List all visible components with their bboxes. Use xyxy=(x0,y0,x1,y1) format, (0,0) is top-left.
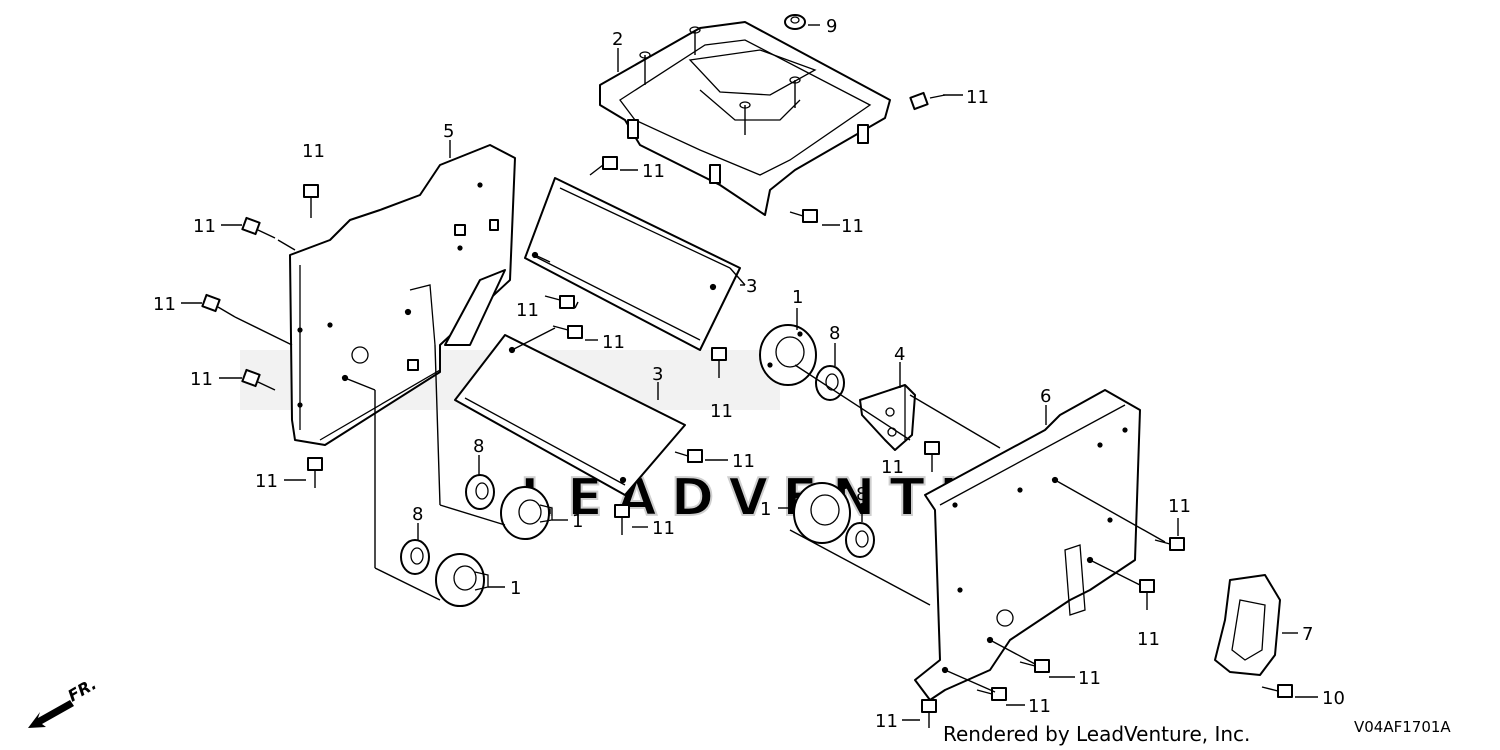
bearing-8c[interactable] xyxy=(400,539,430,575)
callout-11: 11 xyxy=(1137,629,1160,650)
callout-1: 1 xyxy=(760,499,771,520)
bolt-11e[interactable] xyxy=(241,368,276,391)
bolt-11q[interactable] xyxy=(1019,659,1050,673)
callout-6: 6 xyxy=(1040,386,1051,407)
front-arrow-icon xyxy=(28,700,74,728)
bolt-11o[interactable] xyxy=(1154,537,1185,551)
callout-8: 8 xyxy=(473,436,484,457)
top-cover-part[interactable] xyxy=(599,21,891,216)
callout-11: 11 xyxy=(602,332,625,353)
footer-credit: Rendered by LeadVenture, Inc. xyxy=(943,722,1250,746)
callout-1: 1 xyxy=(792,287,803,308)
front-direction-indicator: FR. xyxy=(28,674,100,728)
callout-1: 1 xyxy=(510,578,521,599)
bolt-10[interactable] xyxy=(1261,684,1293,698)
callout-4: 4 xyxy=(894,344,905,365)
bolt-group xyxy=(201,91,1293,728)
callout-11: 11 xyxy=(516,300,539,321)
bolt-11i[interactable] xyxy=(552,325,583,339)
bolt-11a[interactable] xyxy=(909,91,946,111)
callout-11: 11 xyxy=(1078,668,1101,689)
callout-11: 11 xyxy=(881,457,904,478)
callout-11: 11 xyxy=(190,369,213,390)
callout-11: 11 xyxy=(710,401,733,422)
callout-11: 11 xyxy=(966,87,989,108)
callout-11: 11 xyxy=(193,216,216,237)
callout-3: 3 xyxy=(652,364,663,385)
bolt-11s[interactable] xyxy=(921,699,937,728)
bolt-11l[interactable] xyxy=(674,449,703,463)
upper-bracket-part[interactable] xyxy=(524,177,741,351)
bearing-8a[interactable] xyxy=(815,365,845,401)
flange-unit-1d[interactable] xyxy=(793,482,851,544)
flange-unit-1c[interactable] xyxy=(435,553,489,607)
callout-11: 11 xyxy=(1168,496,1191,517)
bolt-11p[interactable] xyxy=(1139,579,1155,610)
callout-3: 3 xyxy=(746,276,757,297)
callout-8: 8 xyxy=(829,323,840,344)
bolt-11d[interactable] xyxy=(201,293,236,318)
bolt-11n[interactable] xyxy=(789,209,818,223)
bolt-11c[interactable] xyxy=(241,216,276,239)
bolt-11k[interactable] xyxy=(924,441,940,472)
callout-11: 11 xyxy=(1028,696,1051,717)
bolt-11f[interactable] xyxy=(307,457,323,488)
flange-unit-1b[interactable] xyxy=(500,486,553,540)
diagram-code: V04AF1701A xyxy=(1354,718,1451,736)
right-side-plate-part[interactable] xyxy=(914,389,1141,701)
bolt-11h[interactable] xyxy=(544,295,575,309)
callout-11: 11 xyxy=(255,471,278,492)
bolt-11r[interactable] xyxy=(976,687,1007,701)
callout-5: 5 xyxy=(443,121,454,142)
callout-labels: 2 9 11 5 11 11 11 11 11 11 3 11 11 1 8 4… xyxy=(153,16,1345,732)
callout-11: 11 xyxy=(302,141,325,162)
assembly-lines xyxy=(234,239,1166,693)
bolt-11g[interactable] xyxy=(589,156,618,176)
callout-11: 11 xyxy=(841,216,864,237)
callout-11: 11 xyxy=(732,451,755,472)
callout-9: 9 xyxy=(826,16,837,37)
small-bracket-part[interactable] xyxy=(859,384,916,451)
flange-unit-1a[interactable] xyxy=(759,324,817,386)
callout-10: 10 xyxy=(1322,688,1345,709)
left-side-plate-part[interactable] xyxy=(289,144,516,446)
callout-7: 7 xyxy=(1302,624,1313,645)
callout-1: 1 xyxy=(572,511,583,532)
bolt-11m[interactable] xyxy=(614,504,630,535)
callout-8: 8 xyxy=(412,504,423,525)
bearing-8b[interactable] xyxy=(465,474,495,510)
nut-9[interactable] xyxy=(784,14,806,30)
bearing-8d[interactable] xyxy=(845,522,875,558)
lower-bracket-part[interactable] xyxy=(454,334,686,496)
callout-11: 11 xyxy=(875,711,898,732)
bolt-11b[interactable] xyxy=(303,184,319,218)
bolt-11j[interactable] xyxy=(711,347,727,378)
callout-11: 11 xyxy=(642,161,665,182)
callout-11: 11 xyxy=(153,294,176,315)
callout-11: 11 xyxy=(652,518,675,539)
callout-leaders xyxy=(181,24,1318,721)
callout-8: 8 xyxy=(856,484,867,505)
end-cover-part[interactable] xyxy=(1214,574,1281,676)
callout-2: 2 xyxy=(612,29,623,50)
